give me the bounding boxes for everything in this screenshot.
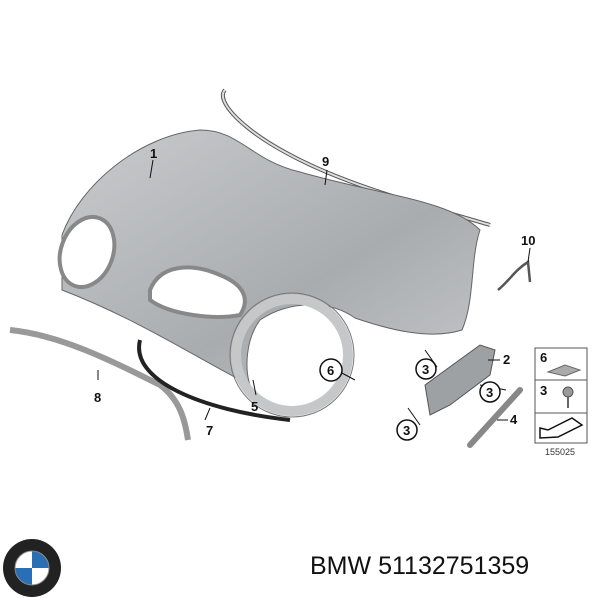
clip-icon <box>546 364 582 377</box>
legend-item-3: 3 <box>540 383 547 398</box>
callout-4: 4 <box>510 412 518 427</box>
hinge-part-2 <box>424 344 496 416</box>
callout-3a: 3 <box>422 362 429 377</box>
callout-8: 8 <box>94 390 101 405</box>
screw-icon <box>562 386 574 408</box>
hood-scoop-opening <box>148 265 247 319</box>
callout-2: 2 <box>503 352 510 367</box>
callout-1: 1 <box>150 146 157 161</box>
callout-3b: 3 <box>486 385 493 400</box>
headlight-ring-part-6 <box>231 294 353 416</box>
parts-legend-box: 6 3 155025 <box>534 347 588 457</box>
cable-part-10 <box>497 259 532 291</box>
brand-name: BMW <box>310 552 372 580</box>
callout-9: 9 <box>322 154 329 169</box>
callout-10: 10 <box>521 233 535 248</box>
callout-3c: 3 <box>403 423 410 438</box>
callout-7: 7 <box>206 423 213 438</box>
figure-number: 155025 <box>545 447 575 457</box>
hood-part-1 <box>61 129 481 386</box>
left-headlight-opening <box>57 215 117 289</box>
seal-part-7 <box>137 339 291 422</box>
part-number: 51132751359 <box>378 552 530 580</box>
trim-strip-part-8 <box>9 327 191 441</box>
callout-6: 6 <box>327 363 334 378</box>
callout-3-circles <box>319 358 501 441</box>
arrow-icon <box>539 417 584 439</box>
gas-strut-part-4 <box>467 387 523 448</box>
callout-5: 5 <box>251 399 258 414</box>
legend-item-6: 6 <box>540 350 547 365</box>
bmw-logo <box>3 539 61 597</box>
